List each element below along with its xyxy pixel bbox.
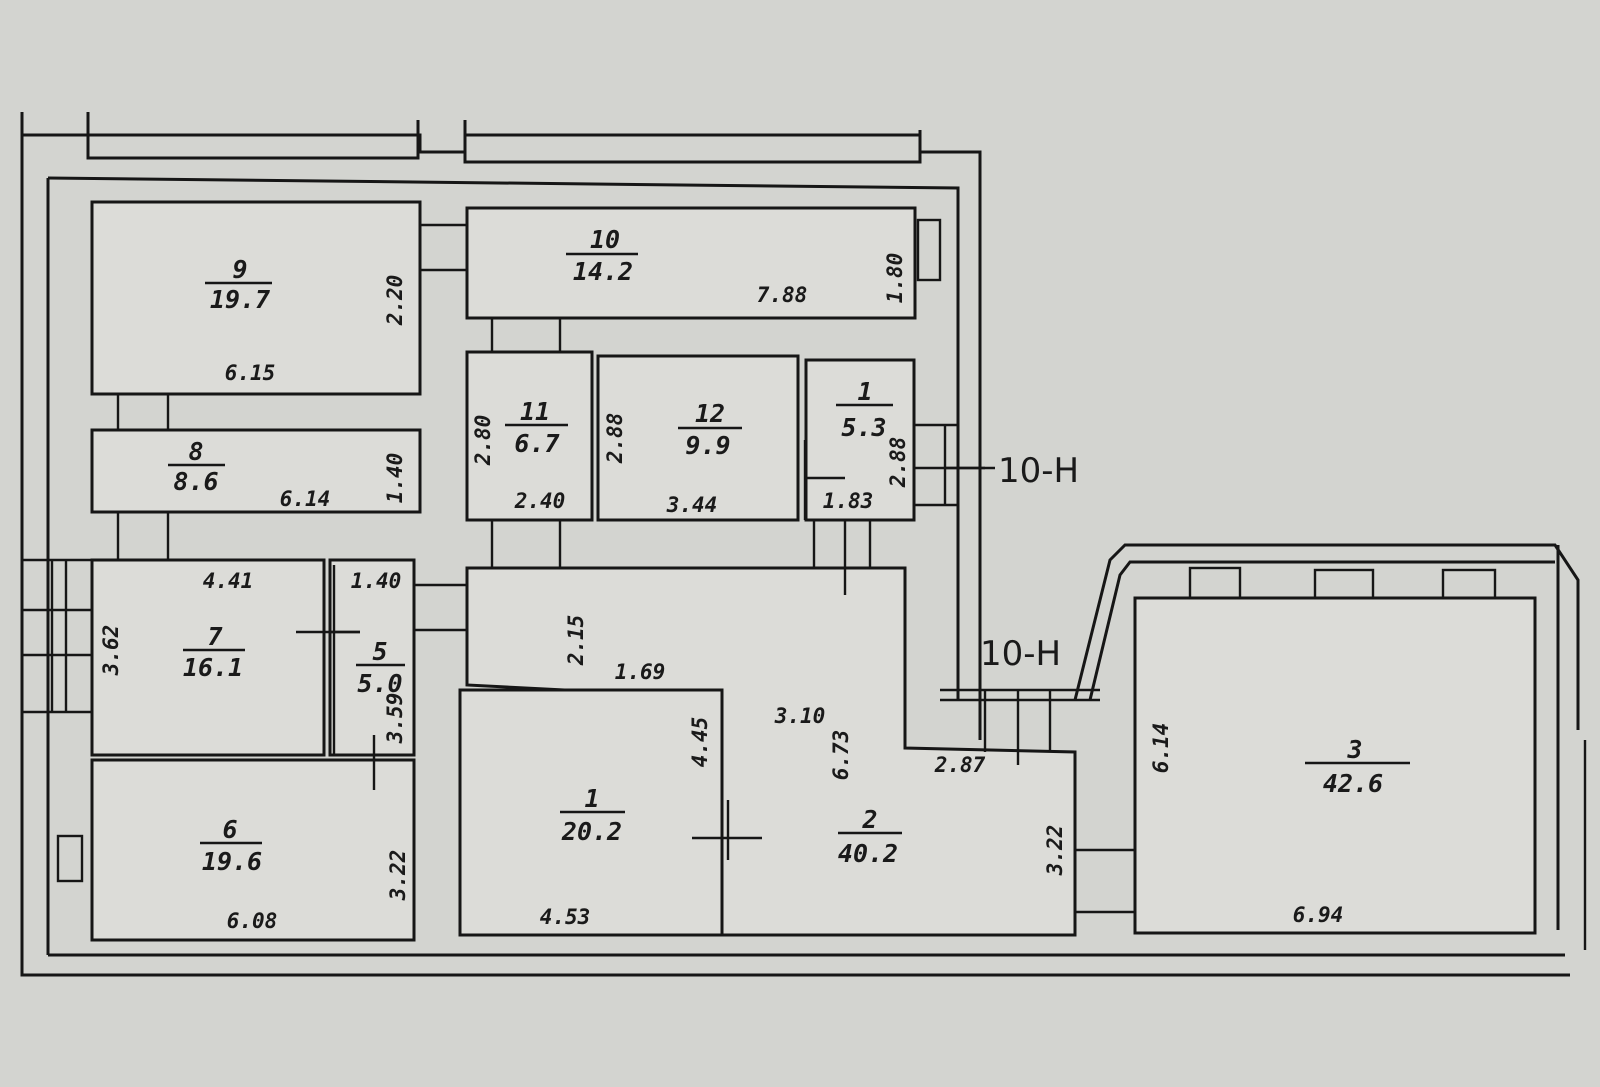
room-number: 1 — [584, 784, 599, 813]
dim-width: 3.22 — [386, 850, 410, 902]
dim-height: 2.88 — [886, 437, 910, 489]
room-area: 14.2 — [573, 257, 633, 286]
room-12-outline — [596, 354, 800, 522]
dim-length: 1.83 — [823, 489, 874, 513]
room-number: 1 — [857, 377, 872, 406]
dim-width: 1.80 — [883, 253, 907, 304]
room-2: 2.15 1.69 3.10 6.73 2.87 3.22 2 40.2 — [564, 615, 1067, 877]
dim-height: 4.45 — [688, 717, 712, 768]
dim-length: 4.53 — [540, 905, 591, 929]
room-7-outline — [90, 558, 326, 757]
room-1b: 4.45 1 20.2 4.53 — [540, 717, 712, 929]
room-area: 16.1 — [183, 653, 243, 682]
room-number: 11 — [520, 397, 550, 426]
room-area: 6.7 — [514, 429, 559, 458]
dim-length: 4.41 — [203, 569, 254, 593]
room-10: 10 14.2 7.88 1.80 — [566, 225, 907, 307]
wall-mark-10h-lower: 10-Н — [980, 634, 1061, 674]
dim-height: 2.88 — [603, 413, 627, 465]
outer-walls — [20, 112, 1587, 977]
room-1a-outline — [804, 358, 916, 522]
dim-height: 6.14 — [1149, 723, 1173, 774]
openings — [22, 218, 1497, 914]
room-10-outline — [465, 206, 917, 320]
dim-height: 6.73 — [829, 730, 853, 781]
room-area: 20.2 — [561, 817, 622, 846]
room-area: 9.9 — [685, 431, 730, 460]
dim-height: 2.15 — [564, 615, 588, 667]
dim-width: 3.59 — [383, 693, 407, 745]
room-area: 5.0 — [357, 669, 402, 698]
room-number: 8 — [188, 437, 203, 466]
dim-length: 2.87 — [934, 753, 986, 777]
room-number: 6 — [222, 815, 237, 844]
dim-length: 7.88 — [757, 283, 808, 307]
dim-length: 6.14 — [280, 487, 331, 511]
dim-length: 1.40 — [351, 569, 402, 593]
dim-length: 3.44 — [666, 493, 718, 517]
dim-length: 6.94 — [1293, 903, 1344, 927]
dim-width: 2.20 — [383, 275, 407, 327]
room-9: 9 19.7 6.15 2.20 — [205, 255, 407, 385]
room-number: 9 — [232, 255, 247, 284]
room-6: 6 19.6 6.08 3.22 — [200, 815, 410, 933]
room-6-outline — [90, 758, 416, 942]
wall-mark-10h-upper: 10-Н — [998, 451, 1079, 491]
room-area: 40.2 — [838, 839, 898, 868]
room-number: 10 — [590, 225, 620, 254]
room-3-outline — [1133, 596, 1537, 935]
room-area: 5.3 — [841, 413, 886, 442]
room-5-outline — [328, 558, 416, 757]
room-area: 8.6 — [173, 467, 218, 496]
room-12: 12 9.9 2.88 3.44 — [603, 399, 742, 517]
room-number: 12 — [695, 399, 725, 428]
room-area: 19.6 — [202, 847, 262, 876]
room-8-outline — [90, 428, 422, 514]
room-3: 6.14 3 42.6 6.94 — [1149, 723, 1410, 927]
wall-marks: 10-Н 10-Н — [945, 451, 1079, 674]
dim-length: 6.08 — [227, 909, 278, 933]
dim-length: 6.15 — [225, 361, 276, 385]
room-11: 11 6.7 2.80 2.40 — [471, 397, 568, 513]
dim-length: 1.69 — [615, 660, 666, 684]
room-number: 7 — [207, 622, 222, 651]
room-8: 8 8.6 6.14 1.40 — [168, 437, 407, 511]
room-9-outline — [90, 200, 422, 396]
dim-length: 2.40 — [514, 489, 566, 513]
room-number: 2 — [861, 805, 877, 834]
dim-length: 3.10 — [774, 704, 826, 728]
room-number: 5 — [372, 637, 387, 666]
room-1a: 1 5.3 2.88 1.83 — [823, 377, 910, 513]
room-labels: 9 19.7 6.15 2.20 10 14.2 7.88 1.80 8 8.6… — [99, 225, 1410, 933]
room-area: 42.6 — [1323, 769, 1383, 798]
dim-width: 3.62 — [99, 625, 123, 677]
dim-width: 1.40 — [383, 453, 407, 504]
dim-height: 2.80 — [471, 415, 495, 467]
rooms — [90, 200, 1537, 942]
room-number: 3 — [1346, 735, 1362, 764]
dim-height: 3.22 — [1043, 825, 1067, 877]
room-11-outline — [465, 350, 594, 522]
room-7: 4.41 7 16.1 3.62 — [99, 569, 253, 682]
room-5: 1.40 5 5.0 3.59 — [351, 569, 407, 744]
room-area: 19.7 — [210, 285, 270, 314]
